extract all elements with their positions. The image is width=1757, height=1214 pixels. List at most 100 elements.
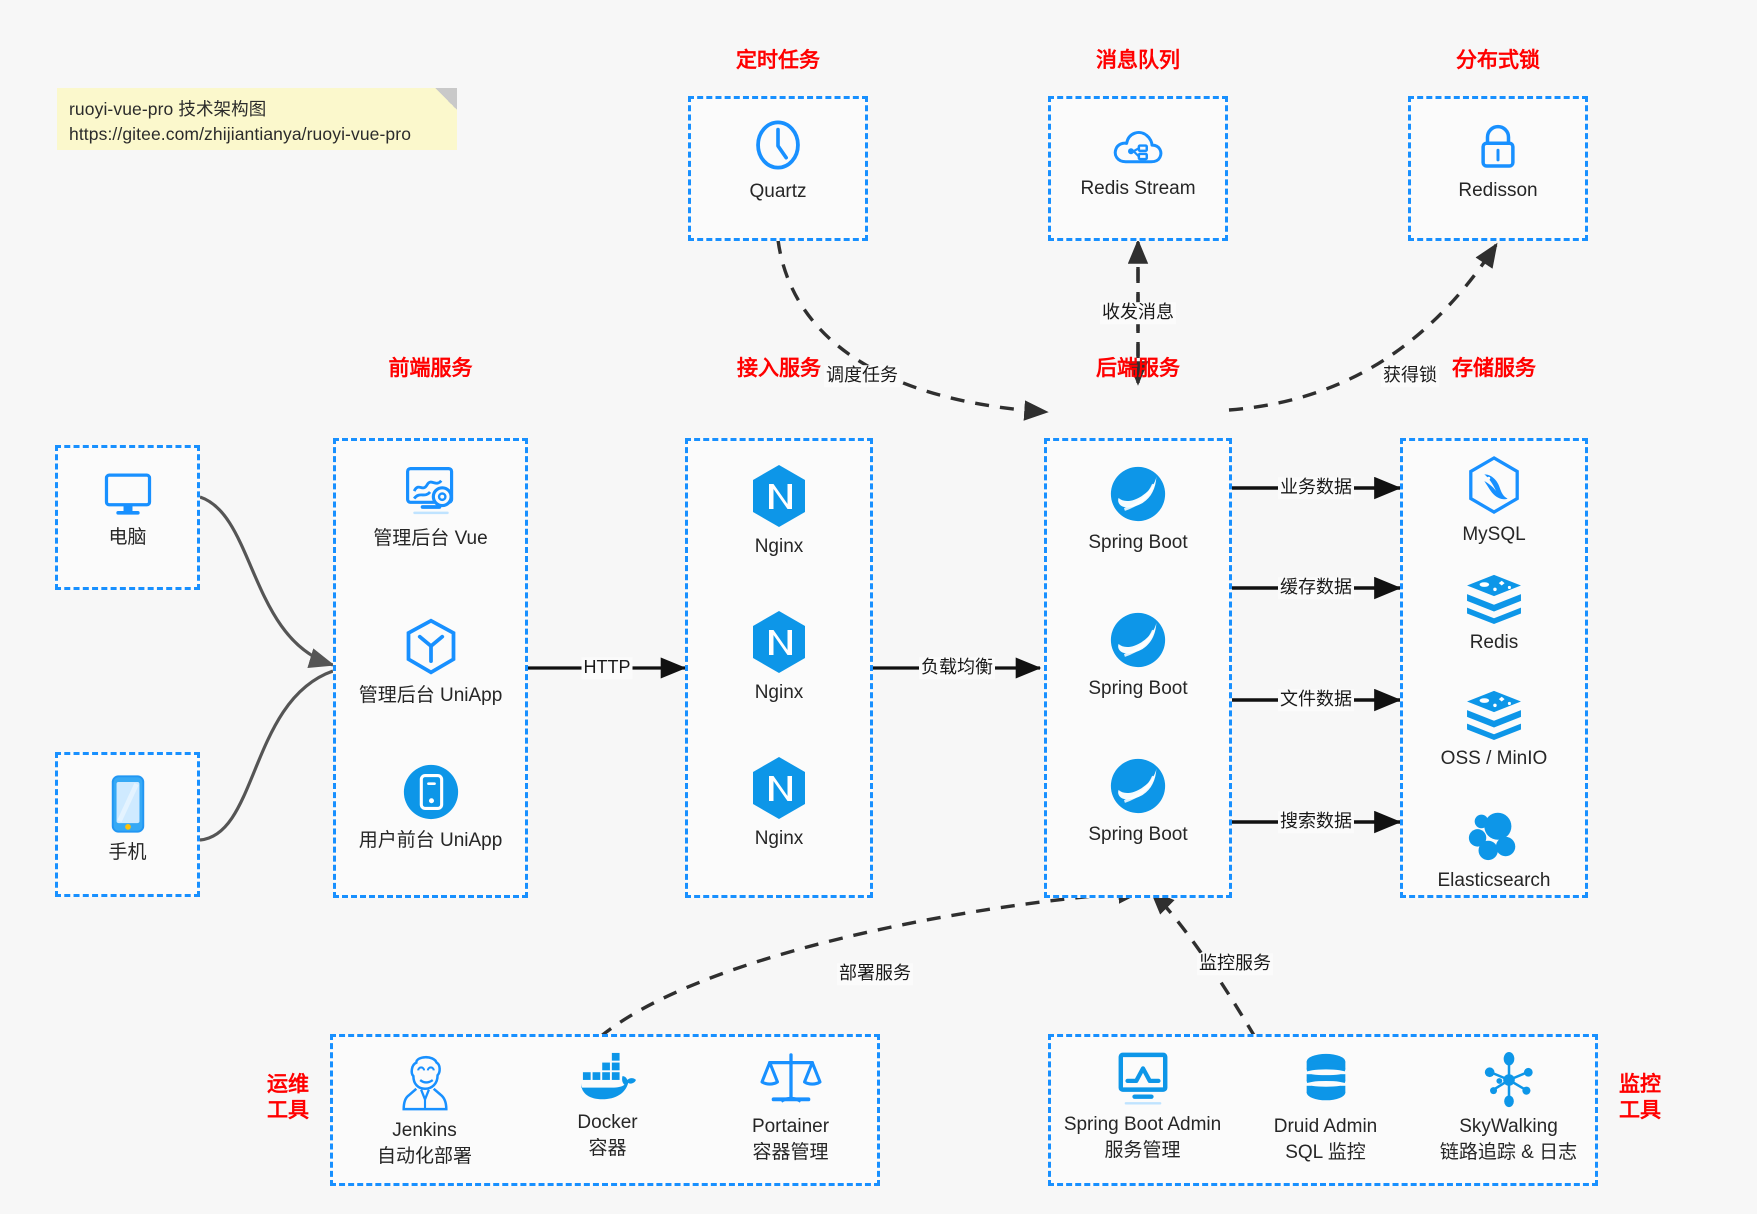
node-sublabel: 服务管理 (1104, 1139, 1181, 1161)
edge-phone-to-frontend (199, 669, 334, 842)
dashboard-icon (400, 463, 462, 521)
node-redisson[interactable]: Redisson (1411, 117, 1585, 204)
group-title-storage: 存储服务 (1452, 357, 1536, 380)
skywalking-icon (1480, 1051, 1538, 1109)
node-sublabel: SQL 监控 (1285, 1141, 1366, 1163)
group-title-frontend: 前端服务 (388, 357, 473, 380)
group-title-devops-l1: 运维 (267, 1073, 309, 1096)
edge-label-lb: 负载均衡 (919, 657, 995, 679)
nginx-icon (749, 609, 809, 675)
node-oss-minio[interactable]: OSS / MinIO (1403, 689, 1585, 772)
cloud-stream-icon (1110, 121, 1166, 171)
group-title-monitor: 监控 工具 (1610, 1072, 1670, 1125)
group-lock: Redisson (1408, 96, 1588, 241)
node-admin-vue[interactable]: 管理后台 Vue (336, 463, 525, 552)
node-springboot-3[interactable]: Spring Boot (1047, 755, 1229, 848)
node-nginx-2[interactable]: Nginx (688, 609, 870, 706)
spring-icon (1107, 463, 1169, 525)
group-title-backend: 后端服务 (1096, 357, 1180, 380)
nginx-icon (749, 463, 809, 529)
edge-pc-to-frontend (199, 495, 335, 668)
node-label: 管理后台 UniApp (358, 685, 503, 706)
node-label: Spring Boot (1088, 824, 1188, 845)
edge-label-deploy: 部署服务 (837, 963, 913, 985)
database-icon (1297, 1051, 1355, 1109)
node-label: Redis Stream (1080, 178, 1196, 199)
spring-icon (1107, 755, 1169, 817)
node-label: Nginx (754, 682, 804, 703)
node-nginx-3[interactable]: Nginx (688, 755, 870, 852)
node-springboot-2[interactable]: Spring Boot (1047, 609, 1229, 702)
group-devops: Jenkins 自动化部署 Docker 容器 (330, 1034, 880, 1186)
node-sublabel: 自动化部署 (376, 1145, 472, 1167)
node-nginx-1[interactable]: Nginx (688, 463, 870, 560)
group-mq: Redis Stream (1048, 96, 1228, 241)
node-label: Portainer (751, 1116, 830, 1137)
group-monitor: Spring Boot Admin 服务管理 (1048, 1034, 1598, 1186)
node-quartz[interactable]: Quartz (691, 116, 865, 205)
node-label: Spring Boot (1088, 532, 1188, 553)
note-fold-corner (435, 88, 457, 110)
minio-icon (1463, 689, 1525, 741)
node-label: 管理后台 Vue (373, 528, 488, 549)
jenkins-icon (395, 1051, 455, 1113)
node-skywalking[interactable]: SkyWalking 链路追踪 & 日志 (1417, 1051, 1600, 1165)
node-label: 手机 (108, 842, 147, 863)
node-label: Redis (1469, 632, 1519, 653)
node-label: Jenkins (392, 1120, 457, 1141)
node-label: Quartz (749, 181, 807, 202)
edge-label-lock: 获得锁 (1381, 365, 1439, 387)
group-title-mq: 消息队列 (1096, 49, 1180, 72)
node-pc[interactable]: 电脑 (58, 468, 197, 551)
node-spring-boot-admin[interactable]: Spring Boot Admin 服务管理 (1051, 1051, 1234, 1163)
node-user-uniapp[interactable]: 用户前台 UniApp (336, 761, 525, 854)
node-docker[interactable]: Docker 容器 (516, 1051, 699, 1161)
node-springboot-1[interactable]: Spring Boot (1047, 463, 1229, 556)
mysql-icon (1465, 455, 1523, 517)
group-title-monitor-l1: 监控 (1619, 1073, 1661, 1096)
node-label: Nginx (754, 828, 804, 849)
node-sublabel: 容器管理 (752, 1141, 829, 1163)
node-redis-stream[interactable]: Redis Stream (1051, 121, 1225, 202)
edge-label-http: HTTP (581, 657, 633, 679)
monitor-chart-icon (1113, 1051, 1173, 1107)
node-jenkins[interactable]: Jenkins 自动化部署 (333, 1051, 516, 1169)
edge-label-schedule: 调度任务 (824, 365, 900, 387)
node-label: Elasticsearch (1437, 870, 1551, 891)
node-mysql[interactable]: MySQL (1403, 455, 1585, 548)
node-sublabel: 容器 (588, 1137, 627, 1159)
edge-quartz-backend (776, 239, 1049, 421)
node-portainer[interactable]: Portainer 容器管理 (699, 1051, 882, 1165)
node-admin-uniapp[interactable]: 管理后台 UniApp (336, 616, 525, 709)
group-title-lock: 分布式锁 (1456, 49, 1540, 72)
node-label: SkyWalking (1459, 1116, 1558, 1137)
group-title-devops-l2: 工具 (267, 1099, 309, 1123)
edge-label-biz: 业务数据 (1278, 477, 1354, 499)
node-redis[interactable]: Redis (1403, 573, 1585, 656)
cube-icon (401, 616, 461, 678)
node-label: Redisson (1458, 180, 1538, 201)
note-line-1: ruoyi-vue-pro 技术架构图 (69, 99, 267, 119)
group-client-phone: 手机 (55, 752, 200, 897)
group-storage: MySQL Redis (1400, 438, 1588, 898)
title-note: ruoyi-vue-pro 技术架构图 https://gitee.com/zh… (57, 88, 457, 150)
edge-label-monitor: 监控服务 (1197, 953, 1273, 975)
node-label: 用户前台 UniApp (358, 830, 503, 851)
lock-icon (1470, 117, 1526, 173)
node-label: Druid Admin (1273, 1116, 1378, 1137)
node-elasticsearch[interactable]: Elasticsearch (1403, 805, 1585, 894)
spring-icon (1107, 609, 1169, 671)
node-phone[interactable]: 手机 (58, 773, 197, 866)
edge-label-search: 搜索数据 (1278, 811, 1354, 833)
elasticsearch-icon (1464, 805, 1524, 863)
clock-icon (749, 116, 807, 174)
group-scheduler: Quartz (688, 96, 868, 241)
node-label: Spring Boot (1088, 678, 1188, 699)
node-druid-admin[interactable]: Druid Admin SQL 监控 (1234, 1051, 1417, 1165)
note-line-2: https://gitee.com/zhijiantianya/ruoyi-vu… (69, 124, 412, 145)
node-label: OSS / MinIO (1440, 748, 1548, 769)
group-backend: Spring Boot Spring Boot Spring Boot (1044, 438, 1232, 898)
mobile-icon (107, 773, 149, 835)
docker-icon (577, 1051, 639, 1105)
